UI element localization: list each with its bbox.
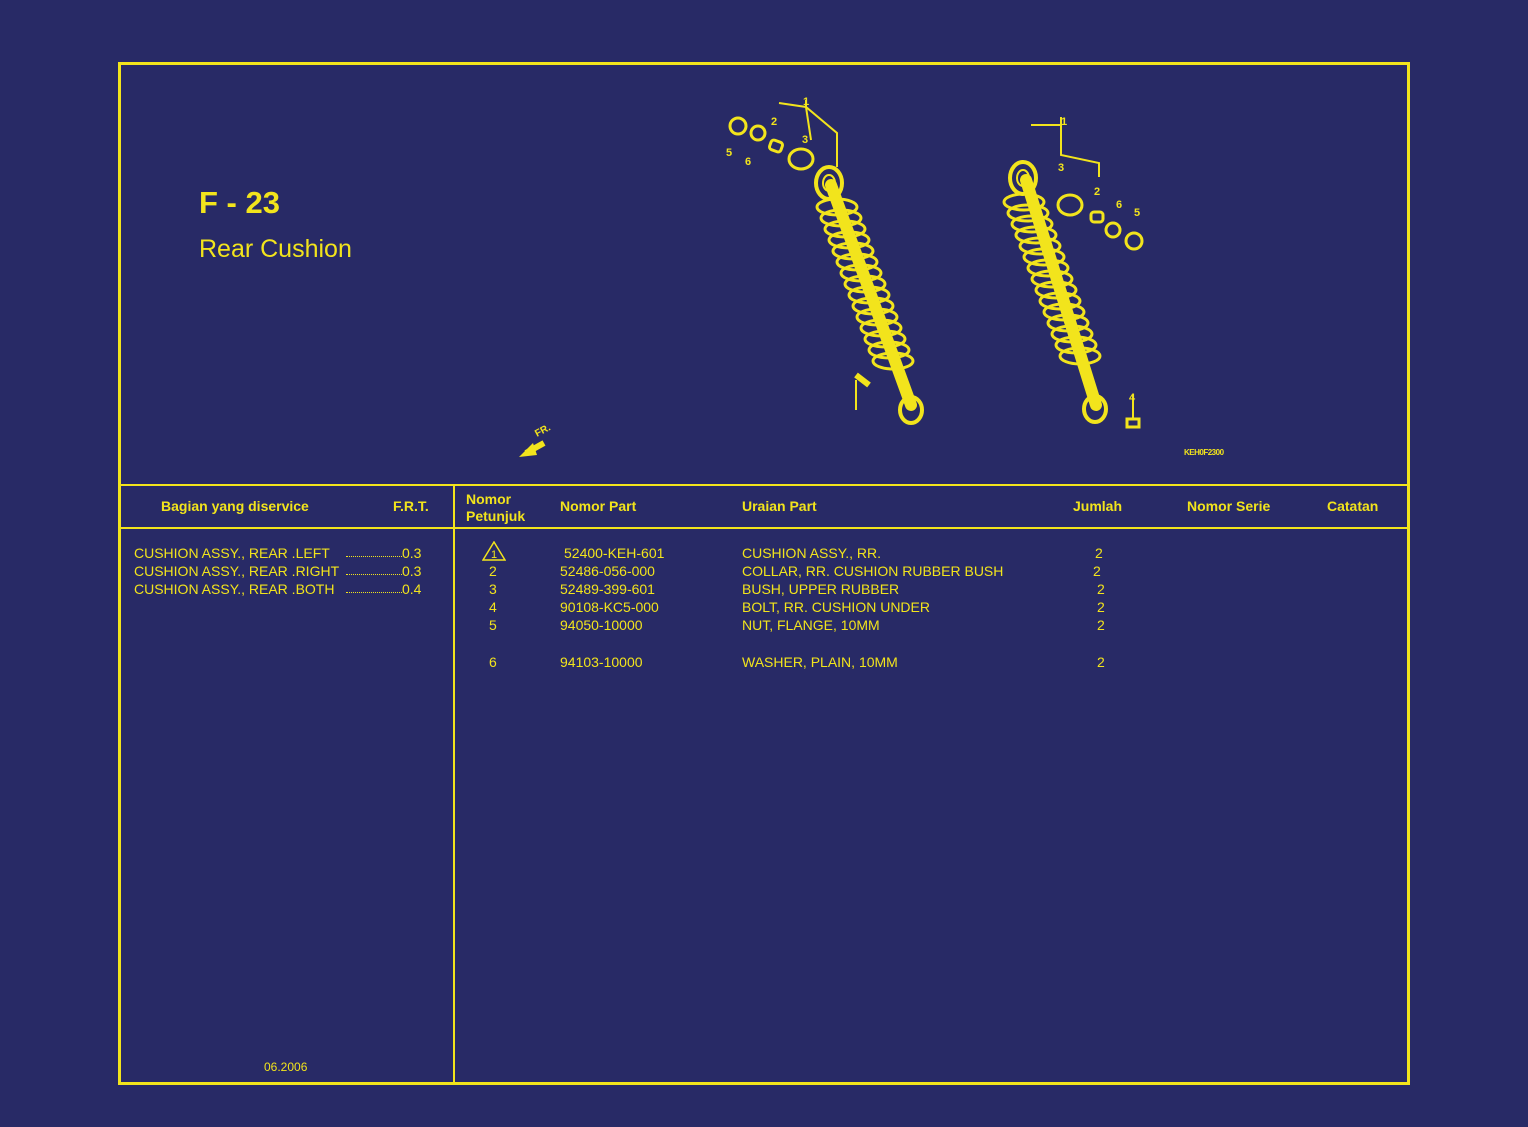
rear-cushion-diagram: 1 2 3 5 6 1 3 2 6 5 4 FR.: [519, 96, 1144, 457]
callout-2-right: 2: [1094, 186, 1100, 198]
svg-text:1: 1: [491, 549, 497, 561]
callout-4-right: 4: [1129, 392, 1136, 404]
callout-3-left: 3: [802, 134, 808, 146]
part-description: WASHER, PLAIN, 10MM: [742, 654, 898, 670]
part-quantity: 2: [1097, 581, 1105, 597]
part-description: CUSHION ASSY., RR.: [742, 545, 882, 561]
part-number: 90108-KC5-000: [560, 599, 659, 615]
right-shock-absorber: [1002, 160, 1141, 429]
callout-3-right: 3: [1058, 162, 1064, 174]
front-direction-label: FR.: [533, 422, 553, 439]
callout-5-right: 5: [1134, 207, 1140, 219]
leader-dots: [346, 556, 402, 557]
part-description: BOLT, RR. CUSHION UNDER: [742, 599, 930, 615]
callout-6-left: 6: [745, 156, 751, 168]
part-quantity: 2: [1093, 563, 1101, 579]
part-description: NUT, FLANGE, 10MM: [742, 617, 880, 633]
service-frt: 0.4: [402, 581, 422, 597]
service-desc: CUSHION ASSY., REAR .BOTH: [134, 581, 335, 597]
parts-header-part-no: Nomor Part: [560, 498, 637, 514]
table-header-rule: [121, 527, 1407, 529]
part-number: 94103-10000: [560, 654, 643, 670]
front-direction-arrow: [519, 440, 546, 457]
service-desc: CUSHION ASSY., REAR .LEFT: [134, 545, 330, 561]
service-row: CUSHION ASSY., REAR .BOTH 0.4: [134, 580, 429, 598]
part-index: 6: [489, 654, 497, 670]
part-description: COLLAR, RR. CUSHION RUBBER BUSH: [742, 563, 1004, 579]
part-index: 5: [489, 617, 497, 633]
part-description: BUSH, UPPER RUBBER: [742, 581, 900, 597]
parts-header-qty: Jumlah: [1073, 498, 1123, 514]
parts-header-serial: Nomor Serie: [1187, 498, 1271, 514]
table-divider: [453, 484, 455, 1082]
right-hardware-parts: [1031, 117, 1144, 251]
part-number: 94050-10000: [560, 617, 643, 633]
leader-dots: [346, 592, 402, 593]
service-header-part: Bagian yang diservice: [161, 498, 309, 514]
part-index: 2: [489, 563, 497, 579]
service-row: CUSHION ASSY., REAR .RIGHT 0.3: [134, 562, 429, 580]
part-index: 3: [489, 581, 497, 597]
left-hardware-parts: [728, 100, 838, 171]
table-top-rule: [121, 484, 1407, 486]
part-number: 52400-KEH-601: [564, 545, 665, 561]
diagram-code: KEH0F2300: [1184, 448, 1224, 457]
callout-6-right: 6: [1116, 199, 1122, 211]
part-quantity: 2: [1097, 617, 1105, 633]
service-frt: 0.3: [402, 563, 422, 579]
part-quantity: 2: [1095, 545, 1103, 561]
part-number: 52486-056-000: [560, 563, 655, 579]
left-shock-absorber: [814, 165, 924, 425]
service-header-frt: F.R.T.: [393, 498, 429, 514]
parts-header-note: Catatan: [1327, 498, 1379, 514]
callout-1-right: 1: [1061, 116, 1067, 128]
leader-dots: [346, 574, 402, 575]
parts-header-desc: Uraian Part: [742, 498, 817, 514]
warning-triangle-icon: 1: [482, 541, 506, 561]
parts-header-index: Nomor Petunjuk: [466, 491, 526, 524]
part-quantity: 2: [1097, 599, 1105, 615]
parts-sheet-frame: F - 23 Rear Cushion: [118, 62, 1410, 1085]
page-code: F - 23: [199, 185, 280, 220]
callout-5-left: 5: [726, 147, 732, 159]
page-title: Rear Cushion: [199, 235, 352, 263]
callout-1-left: 1: [803, 96, 809, 108]
service-frt: 0.3: [402, 545, 422, 561]
part-quantity: 2: [1097, 654, 1105, 670]
part-number: 52489-399-601: [560, 581, 655, 597]
service-row: CUSHION ASSY., REAR .LEFT 0.3: [134, 544, 429, 562]
callout-2-left: 2: [771, 116, 777, 128]
part-index: 4: [489, 599, 497, 615]
revision-date: 06.2006: [264, 1060, 308, 1074]
service-desc: CUSHION ASSY., REAR .RIGHT: [134, 563, 340, 579]
